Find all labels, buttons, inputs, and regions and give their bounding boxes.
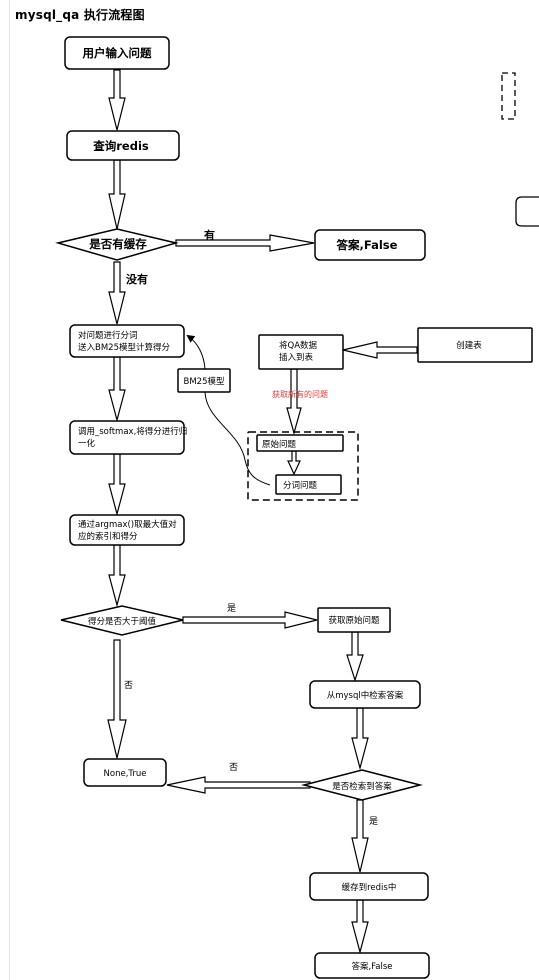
node-create-table [417, 327, 533, 363]
edge-label-threshold-yes: 是 [227, 603, 236, 614]
edge-shape-fragment [515, 196, 539, 227]
node-query-redis [66, 130, 180, 161]
arrow-cache-to-answer [351, 899, 369, 955]
label-answer-false-top: 答案,False [336, 238, 398, 252]
arrow-createtable-to-loadqa [342, 341, 418, 359]
label-query-redis: 查询redis [92, 139, 149, 153]
arrow-softmax-to-argmax [108, 453, 126, 517]
connector-bm25-to-tokenized-question [204, 391, 271, 486]
arrow-input-to-redis [108, 69, 126, 131]
node-argmax [69, 514, 185, 546]
label-softmax-line1: 调用_softmax,将得分进行归 [78, 426, 187, 437]
node-threshold [60, 605, 184, 636]
label-load-qa-line2: 插入到表 [279, 352, 314, 363]
arrow-threshold-yes-to-get-original [182, 611, 318, 629]
arrow-loadqa-to-original [286, 368, 302, 436]
arrow-argmax-to-threshold [108, 544, 126, 608]
arrow-cache-to-tokenize [108, 261, 126, 325]
page-title: mysql_qa 执行流程图 [15, 8, 145, 22]
arrow-mysql-to-found [351, 707, 369, 771]
edge-label-has: 有 [204, 228, 215, 242]
label-found-answer: 是否检索到答案 [332, 781, 392, 792]
edge-label-found-no: 否 [229, 762, 238, 773]
label-threshold: 得分是否大于阈值 [88, 616, 157, 627]
label-tokenize-line2: 送入BM25模型计算得分 [78, 342, 170, 353]
arrow-found-to-cache [351, 799, 369, 873]
arrow-redis-to-cache-check [108, 159, 126, 230]
label-tokenize-line1: 对问题进行分词 [78, 330, 138, 341]
label-mysql-search: 从mysql中检索答案 [327, 690, 404, 701]
edge-label-no-have: 没有 [126, 272, 148, 286]
label-argmax-line1: 通过argmax()取最大值对 [78, 519, 177, 530]
label-load-qa-line1: 将QA数据 [279, 340, 318, 351]
edge-label-threshold-no: 否 [124, 680, 133, 691]
edge-dashed-fragment [501, 72, 516, 120]
label-bm25-model: BM25模型 [184, 376, 225, 387]
arrow-original-to-tokenized [287, 450, 301, 476]
edge-label-found-yes: 是 [369, 816, 378, 827]
canvas-left-border [9, 0, 10, 980]
label-create-table: 创建表 [456, 340, 482, 351]
node-tokenize [69, 324, 185, 358]
node-answer-false-bottom [314, 952, 430, 979]
label-get-original: 获取原始问题 [328, 615, 380, 626]
label-none-true: None,True [104, 769, 147, 779]
node-mysql-search [309, 680, 421, 709]
connector-bm25-to-tokenize [186, 334, 206, 370]
node-user-input [64, 36, 170, 70]
node-cache-redis [309, 872, 429, 901]
arrow-found-no-to-none [166, 776, 311, 794]
label-argmax-line2: 应的索引和得分 [78, 531, 138, 542]
node-answer-false-top [314, 229, 426, 261]
arrow-cache-yes-to-answer [175, 234, 315, 252]
dashed-group-questions [247, 431, 359, 501]
node-softmax [69, 420, 185, 455]
node-has-cache [55, 228, 179, 261]
label-original-question: 原始问题 [262, 439, 297, 450]
label-cache-redis: 缓存到redis中 [342, 882, 397, 893]
arrow-tokenize-to-softmax [108, 356, 126, 423]
label-softmax-line2: 一化 [78, 438, 96, 449]
node-bm25-model [177, 368, 231, 393]
label-user-input: 用户输入问题 [82, 46, 152, 60]
node-load-qa [258, 334, 344, 370]
node-found-answer [301, 769, 423, 801]
node-none-true [83, 758, 167, 787]
node-get-original [317, 607, 391, 633]
node-tokenized-question [275, 474, 342, 495]
arrow-get-original-to-mysql [346, 631, 364, 682]
label-tokenized-question: 分词问题 [283, 481, 318, 491]
note-get-all-questions: 获取所有的问题 [272, 389, 328, 399]
node-original-question [256, 434, 344, 452]
label-has-cache: 是否有缓存 [88, 237, 147, 251]
arrow-threshold-to-none [107, 639, 127, 759]
label-answer-false-bottom: 答案,False [351, 961, 392, 972]
